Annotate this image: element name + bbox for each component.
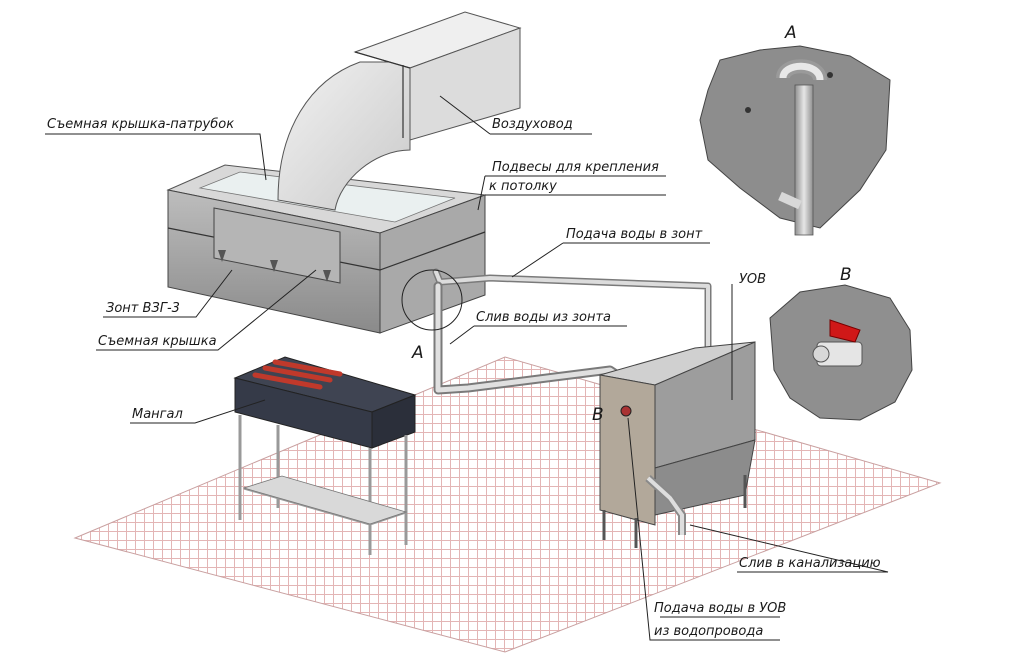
callout-b-marker <box>620 405 632 417</box>
label-water-supply-uov-line2: из водопровода <box>654 624 763 639</box>
label-ceiling-hangers-line2: к потолку <box>489 179 557 194</box>
air-duct <box>277 11 522 211</box>
label-grill: Мангал <box>132 407 183 422</box>
callout-a-circle <box>401 269 463 331</box>
label-removable-cap-nozzle: Съемная крышка-патрубок <box>47 117 234 132</box>
label-hood-model: Зонт ВЗГ-3 <box>106 301 180 316</box>
label-removable-cover: Съемная крышка <box>98 334 217 349</box>
label-ceiling-hangers-line1: Подвесы для крепления <box>492 160 659 175</box>
callout-b-label: В <box>592 405 604 425</box>
label-air-duct: Воздуховод <box>492 117 573 132</box>
label-water-supply-hood: Подача воды в зонт <box>566 227 703 242</box>
uov-unit <box>599 341 756 548</box>
grill <box>233 356 417 555</box>
detail-a <box>699 45 891 236</box>
label-uov: УОВ <box>739 272 766 287</box>
detail-b <box>769 284 913 421</box>
detail-b-title: В <box>840 265 852 285</box>
removable-cover-panel <box>213 207 341 284</box>
label-sewer-drain: Слив в канализацию <box>739 556 881 571</box>
callout-a-label: А <box>411 343 424 363</box>
label-water-supply-uov-line1: Подача воды в УОВ <box>654 601 786 616</box>
leader-lines <box>45 95 889 641</box>
label-hood-water-drain: Слив воды из зонта <box>476 310 611 325</box>
detail-a-title: А <box>784 23 797 43</box>
